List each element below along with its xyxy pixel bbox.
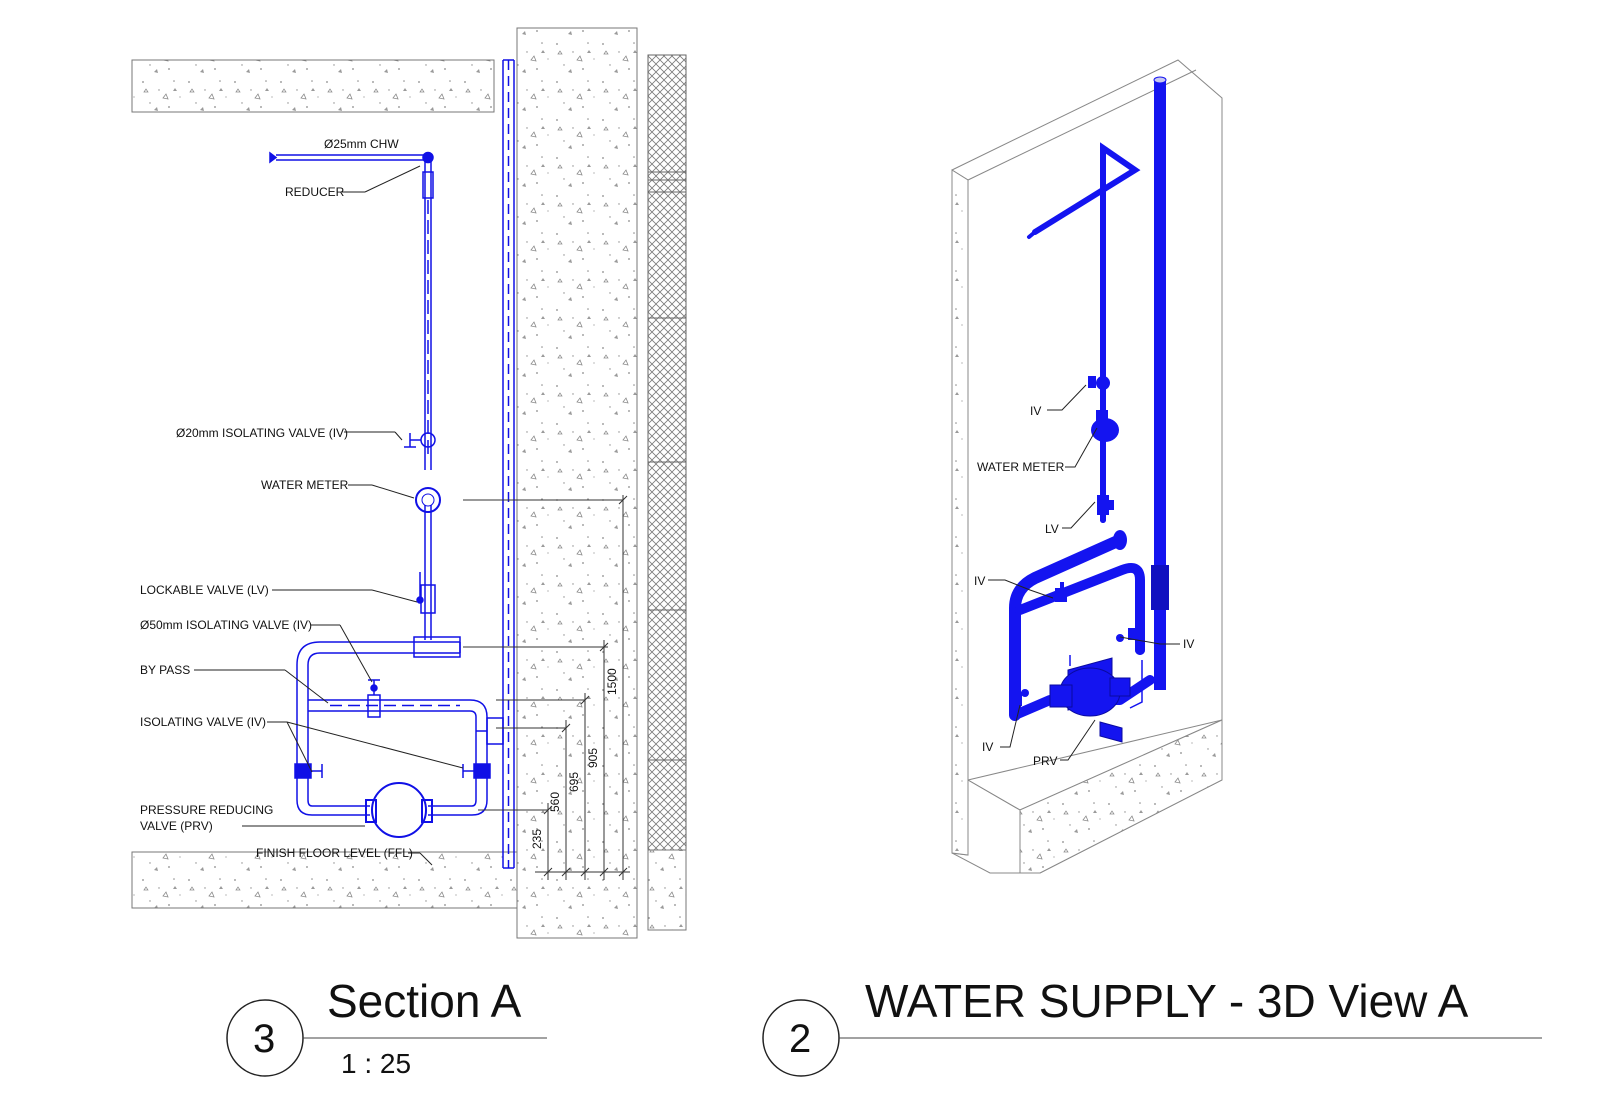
iso-tee-end <box>1113 530 1127 550</box>
iso-isolating-valve-bottom <box>1010 689 1029 706</box>
iso-view-title-block <box>762 999 1542 1077</box>
bypass-loop <box>296 636 504 816</box>
label-prv-line1: PRESSURE REDUCING <box>140 803 273 817</box>
branch-pipe <box>420 160 436 640</box>
label-prv-line2: VALVE (PRV) <box>140 819 213 833</box>
section-a-dimensions <box>463 495 630 880</box>
iso-riser-pipe <box>1151 76 1169 690</box>
iso-prv-support <box>1069 655 1143 709</box>
label-isolating-valve-20mm: Ø20mm ISOLATING VALVE (IV) <box>176 426 348 440</box>
iso-isolating-valve-top <box>1088 376 1110 390</box>
label-lockable-valve: LOCKABLE VALVE (LV) <box>140 583 269 597</box>
riser-pipe <box>502 59 515 869</box>
iso-lockable-valve <box>1097 495 1114 515</box>
dimension-560: 560 <box>548 792 562 812</box>
concrete-wall <box>516 27 638 939</box>
section-a-leaders <box>194 165 464 866</box>
iso-wall-side-hatch <box>951 169 969 856</box>
iso-label-lv: LV <box>1045 522 1059 536</box>
section-a-title-block <box>226 999 547 1077</box>
section-a-scale: 1 : 25 <box>341 1048 411 1079</box>
label-chw: Ø25mm CHW <box>324 137 399 151</box>
iso-view-drawing <box>951 59 1223 874</box>
isolating-valve-50mm <box>367 679 381 718</box>
iso-label-water-meter: WATER METER <box>977 460 1065 474</box>
label-isolating-valve-50mm: Ø50mm ISOLATING VALVE (IV) <box>140 618 312 632</box>
label-water-meter: WATER METER <box>261 478 349 492</box>
ceiling-slab <box>131 59 495 113</box>
iso-label-prv: PRV <box>1033 754 1057 768</box>
iso-prv <box>1049 657 1131 743</box>
iso-plinth <box>967 719 1223 874</box>
view-number-2: 2 <box>789 1017 811 1061</box>
view-number-3: 3 <box>253 1017 275 1061</box>
floor-slab <box>131 851 518 909</box>
dimension-235: 235 <box>530 829 544 849</box>
block-wall-joints <box>648 171 686 761</box>
iso-label-iv-left: IV <box>974 574 985 588</box>
iso-water-meter <box>1091 410 1119 442</box>
chw-pipe <box>269 151 434 164</box>
section-a-title: Section A <box>327 975 522 1027</box>
label-ffl: FINISH FLOOR LEVEL (FFL) <box>256 846 413 860</box>
iso-label-iv-top: IV <box>1030 404 1041 418</box>
floor-slab-right <box>647 849 687 931</box>
section-a-drawing <box>131 27 687 939</box>
dimension-905: 905 <box>586 748 600 768</box>
dimension-1500: 1500 <box>605 668 619 695</box>
label-isolating-valve: ISOLATING VALVE (IV) <box>140 715 266 729</box>
block-wall <box>647 54 687 851</box>
isolating-valve-20mm <box>404 432 436 448</box>
lockable-valve <box>416 572 424 604</box>
iso-view-title: WATER SUPPLY - 3D View A <box>865 975 1469 1027</box>
iso-label-iv-bottom: IV <box>982 740 993 754</box>
label-bypass: BY PASS <box>140 663 190 677</box>
iso-isolating-valve-left <box>1055 582 1067 602</box>
pipe-end-cap <box>269 151 278 164</box>
iso-view-leaders <box>988 384 1180 761</box>
water-meter <box>415 487 441 513</box>
pressure-reducing-valve <box>365 782 433 838</box>
iso-isolating-valve-right <box>1116 628 1142 642</box>
dimension-695: 695 <box>567 772 581 792</box>
iso-label-iv-right: IV <box>1183 637 1194 651</box>
label-reducer: REDUCER <box>285 185 345 199</box>
isolating-valve-right <box>462 763 491 779</box>
